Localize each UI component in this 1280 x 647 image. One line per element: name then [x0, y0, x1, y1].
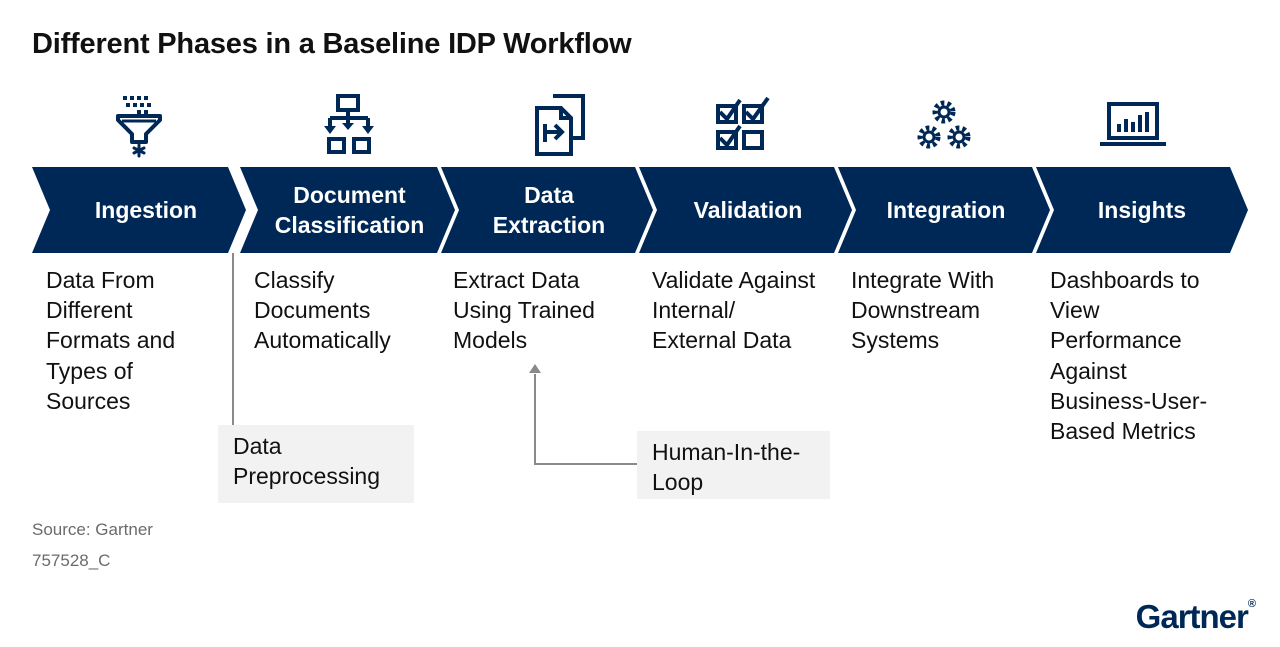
human-in-loop-callout: Human-In-the-Loop	[637, 431, 830, 499]
phase-description-integration: Integrate With Downstream Systems	[851, 267, 995, 354]
document-transfer-icon	[523, 92, 593, 158]
diagram-title: Different Phases in a Baseline IDP Workf…	[32, 28, 632, 60]
gears-icon	[909, 92, 979, 158]
phase-label-insights: Insights	[1097, 197, 1187, 223]
funnel-icon	[104, 92, 174, 158]
preprocessing-callout: Data Preprocessing	[218, 425, 414, 503]
checklist-icon	[708, 92, 778, 158]
phase-label-document-classification: Document Classification	[274, 182, 425, 238]
phase-description-document-classification: Classify Documents Automatically	[254, 267, 391, 354]
logo-text: Gartner	[1135, 598, 1249, 635]
chevron-integration	[838, 167, 1050, 253]
chevron-data-extraction	[441, 167, 653, 253]
gartner-logo: Gartner®	[1136, 598, 1256, 636]
hierarchy-icon	[314, 92, 384, 158]
phase-description-ingestion: Data From Different Formats and Types of…	[46, 267, 176, 414]
chevron-document-classification	[240, 167, 455, 253]
phase-label-integration: Integration	[886, 197, 1006, 223]
dashboard-monitor-icon	[1098, 92, 1168, 158]
phase-description-validation: Validate Against Internal/ External Data	[652, 267, 816, 354]
connector-arrowhead	[529, 364, 541, 373]
figure-id: 757528_C	[32, 551, 111, 570]
logo-registered-mark: ®	[1247, 598, 1256, 610]
phase-description-data-extraction: Extract Data Using Trained Models	[453, 267, 595, 354]
chevron-ingestion	[32, 167, 246, 253]
phase-label-validation: Validation	[693, 197, 803, 223]
chevron-validation	[639, 167, 852, 253]
source-note: Source: Gartner	[32, 520, 153, 539]
phase-description-insights: Dashboards to View Performance Against B…	[1050, 267, 1208, 445]
chevron-insights	[1036, 167, 1248, 253]
phase-label-ingestion: Ingestion	[94, 197, 198, 223]
human-in-loop-connector	[534, 374, 637, 465]
phase-label-data-extraction: Data Extraction	[492, 182, 606, 238]
